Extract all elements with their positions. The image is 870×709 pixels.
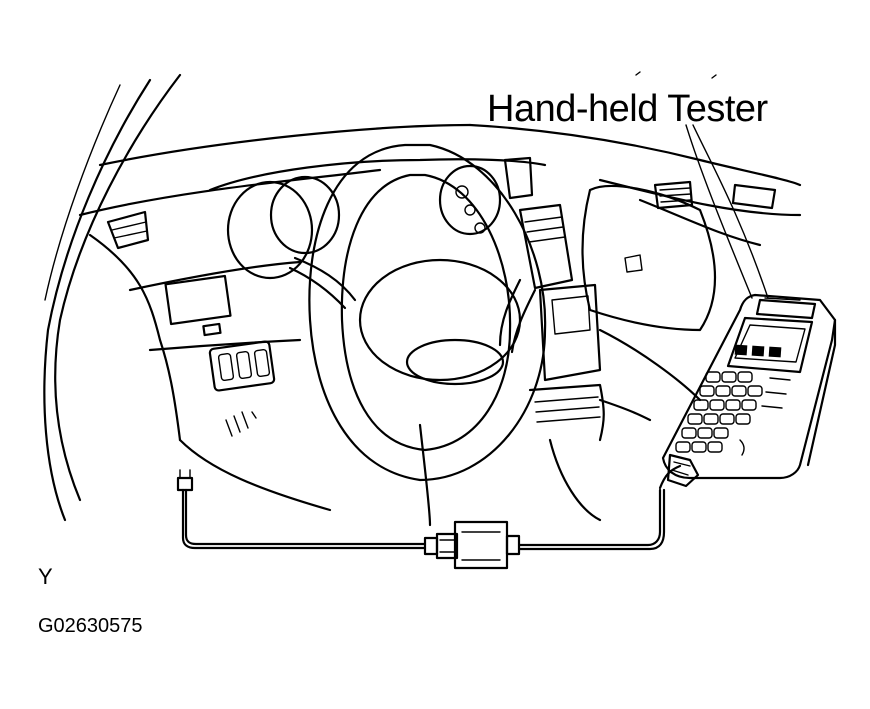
figure-id: G02630575: [38, 615, 143, 637]
adapter-connector-icon: [423, 520, 521, 570]
tester-cable-icon: [181, 464, 682, 551]
hand-held-tester-label: Hand-held Tester: [487, 88, 768, 130]
instrument-cluster-icon: [208, 156, 547, 280]
dlc3-connector-icon: [176, 469, 194, 492]
hand-held-tester-icon: [661, 293, 837, 488]
corner-mark: Y: [38, 564, 53, 589]
callout-leader: [635, 71, 769, 299]
dashboard-icon: [78, 123, 802, 512]
a-pillar-icon: [43, 73, 182, 522]
steering-wheel-icon: [288, 143, 547, 527]
